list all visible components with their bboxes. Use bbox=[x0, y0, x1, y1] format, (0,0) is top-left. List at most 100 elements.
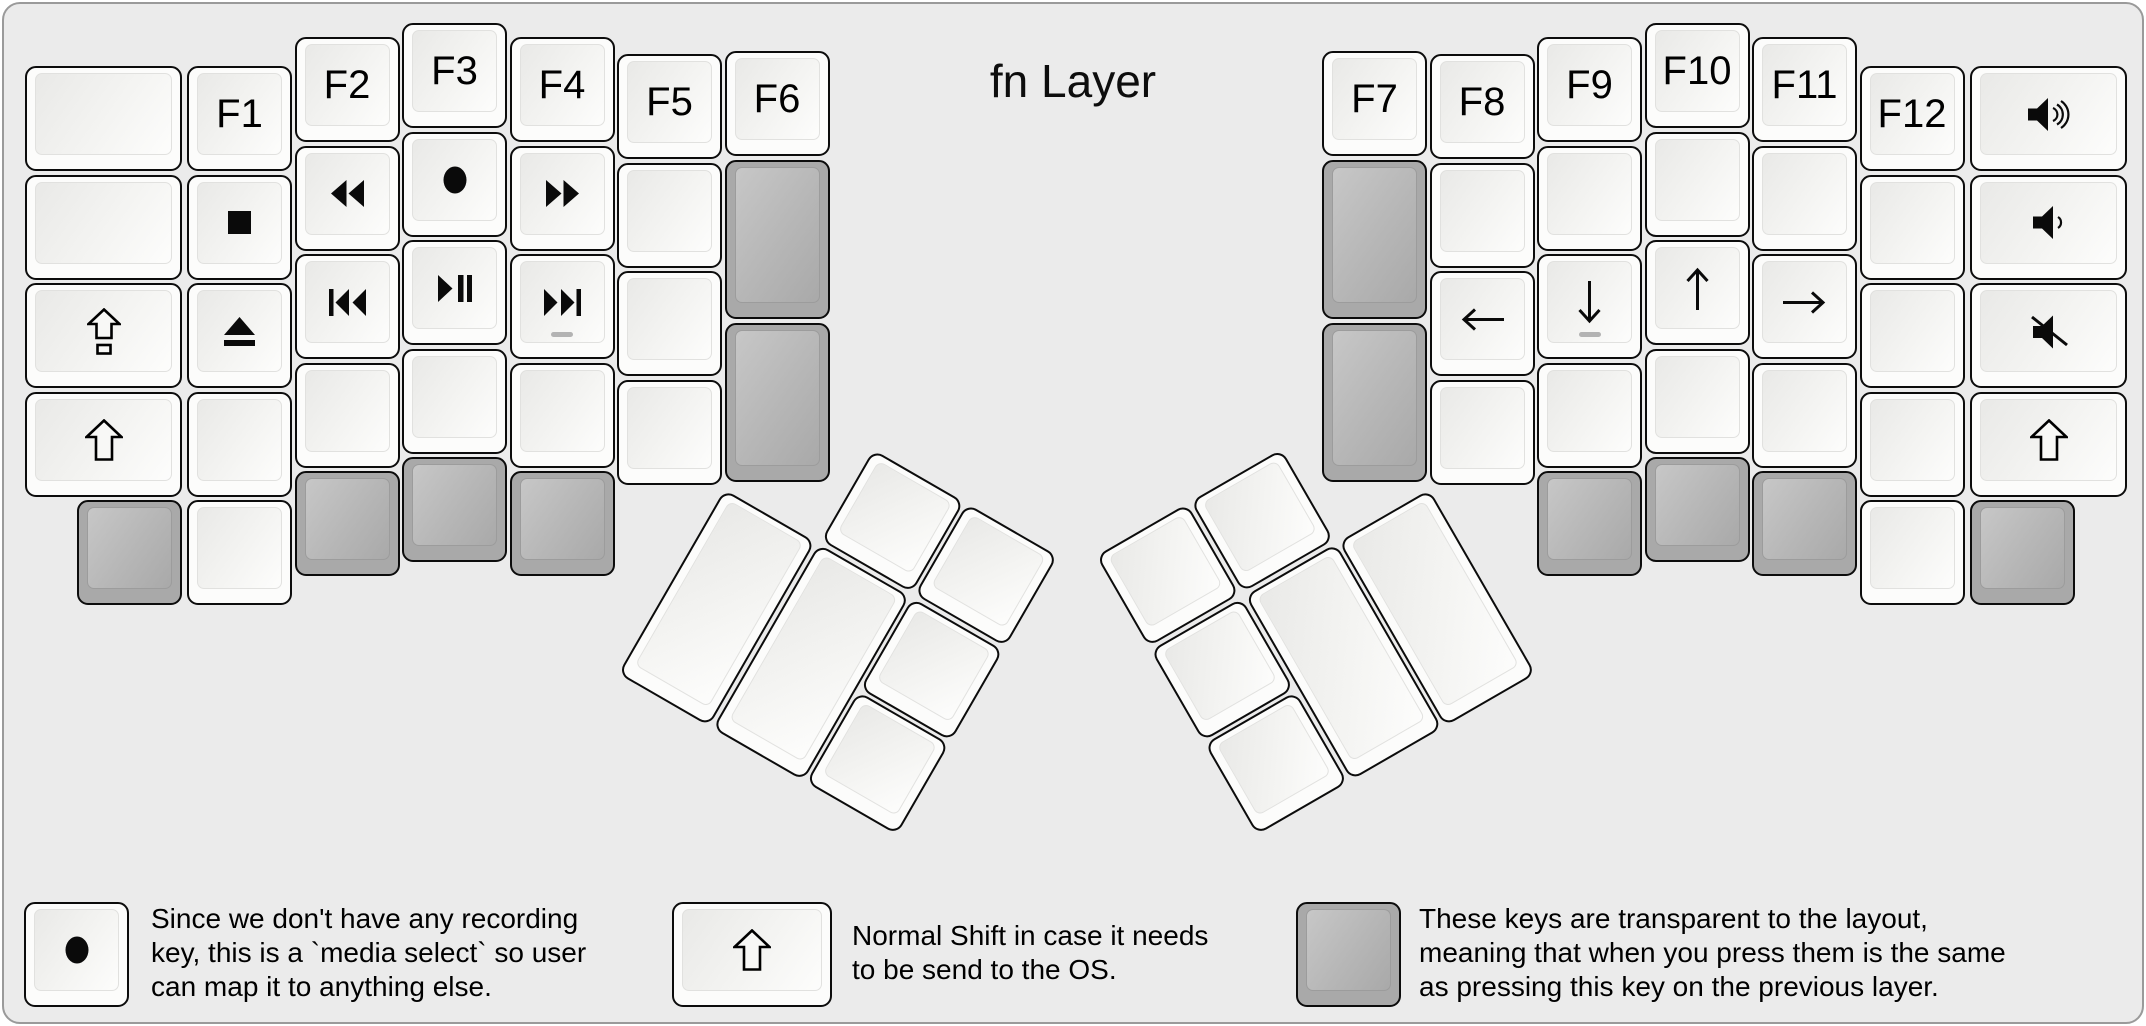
key-blank[interactable] bbox=[187, 500, 292, 605]
key-f6[interactable]: F6 bbox=[724, 51, 830, 156]
key-arrow-right[interactable] bbox=[1752, 254, 1857, 359]
key-volume-up[interactable] bbox=[1970, 66, 2127, 171]
key-transparent[interactable] bbox=[1322, 323, 1427, 482]
key-f1[interactable]: F1 bbox=[187, 66, 292, 171]
key-f11[interactable]: F11 bbox=[1752, 37, 1857, 142]
key-blank[interactable] bbox=[1644, 131, 1750, 237]
key-stop[interactable] bbox=[187, 174, 292, 280]
key-blank[interactable] bbox=[187, 391, 292, 497]
key-f7[interactable]: F7 bbox=[1322, 51, 1427, 156]
key-f4[interactable]: F4 bbox=[509, 37, 615, 142]
key-rewind[interactable] bbox=[294, 145, 400, 251]
key-transparent[interactable] bbox=[1970, 499, 2075, 605]
key-transparent[interactable] bbox=[402, 457, 507, 562]
key-blank[interactable] bbox=[1752, 362, 1857, 468]
key-blank[interactable] bbox=[617, 162, 722, 268]
keycap-face bbox=[1654, 464, 1740, 546]
key-fast-forward[interactable] bbox=[509, 145, 615, 251]
key-transparent[interactable] bbox=[77, 499, 182, 605]
key-transparent[interactable] bbox=[294, 471, 400, 576]
key-blank[interactable] bbox=[294, 362, 400, 468]
keycap-face bbox=[1547, 152, 1632, 235]
key-f8[interactable]: F8 bbox=[1429, 54, 1535, 159]
key-next-track[interactable] bbox=[509, 254, 615, 359]
key-blank[interactable] bbox=[1429, 162, 1535, 268]
rewind-icon bbox=[330, 180, 364, 207]
key-mute[interactable] bbox=[1970, 283, 2127, 388]
keycap-face bbox=[1547, 261, 1632, 343]
keycap-face bbox=[1547, 478, 1632, 560]
keycap-face bbox=[519, 152, 605, 235]
key-transparent[interactable] bbox=[724, 160, 830, 319]
keycap-face: F5 bbox=[627, 61, 712, 143]
key-blank[interactable] bbox=[1752, 145, 1857, 251]
key-transparent[interactable] bbox=[509, 471, 615, 576]
key-transparent[interactable] bbox=[1644, 457, 1750, 562]
key-blank[interactable] bbox=[1859, 283, 1965, 388]
key-blank[interactable] bbox=[617, 379, 722, 485]
stop-icon bbox=[228, 211, 251, 234]
key-transparent[interactable] bbox=[724, 323, 830, 482]
key-shift[interactable] bbox=[1970, 391, 2127, 497]
key-blank[interactable] bbox=[509, 362, 615, 468]
legend-key-shift[interactable] bbox=[672, 902, 832, 1007]
keycap-face bbox=[1762, 261, 1847, 343]
keycap-face bbox=[1762, 369, 1847, 452]
keycap-face: F7 bbox=[1332, 58, 1417, 140]
key-blank[interactable] bbox=[25, 174, 182, 280]
key-f10[interactable]: F10 bbox=[1644, 23, 1750, 128]
key-f12[interactable]: F12 bbox=[1859, 66, 1965, 171]
keycap-face bbox=[1869, 290, 1955, 372]
key-f9[interactable]: F9 bbox=[1537, 37, 1642, 142]
keycap-face bbox=[1306, 909, 1391, 991]
key-transparent[interactable] bbox=[1537, 471, 1642, 576]
key-play-pause[interactable] bbox=[402, 240, 507, 345]
key-shift[interactable] bbox=[25, 391, 182, 497]
key-label: F9 bbox=[1566, 63, 1613, 107]
key-blank[interactable] bbox=[1859, 500, 1965, 605]
homing-bar bbox=[551, 332, 573, 337]
keycap-face bbox=[1869, 181, 1955, 264]
key-volume-down[interactable] bbox=[1970, 174, 2127, 280]
key-arrow-up[interactable] bbox=[1644, 240, 1750, 345]
key-transparent[interactable] bbox=[1752, 471, 1857, 576]
key-blank[interactable] bbox=[1537, 145, 1642, 251]
key-blank[interactable] bbox=[1859, 391, 1965, 497]
key-blank[interactable] bbox=[617, 271, 722, 376]
key-arrow-left[interactable] bbox=[1429, 271, 1535, 376]
key-record[interactable] bbox=[402, 131, 507, 237]
key-arrow-down[interactable] bbox=[1537, 254, 1642, 359]
keycap-face bbox=[1202, 460, 1317, 574]
keycap-face: F1 bbox=[197, 73, 282, 155]
legend-text-transparent: These keys are transparent to the layout… bbox=[1419, 903, 2006, 1002]
homing-bar bbox=[1578, 332, 1601, 337]
key-eject[interactable] bbox=[187, 283, 292, 388]
keycap-face: F2 bbox=[304, 44, 390, 126]
key-caps-lock[interactable] bbox=[25, 283, 182, 388]
key-blank[interactable] bbox=[1537, 362, 1642, 468]
keycap-face bbox=[197, 398, 282, 481]
key-blank[interactable] bbox=[25, 66, 182, 171]
legend-text-shift: Normal Shift in case it needs to be send… bbox=[852, 920, 1209, 985]
key-blank[interactable] bbox=[1644, 348, 1750, 454]
keycap-face bbox=[837, 460, 952, 574]
legend-key-transparent[interactable] bbox=[1296, 902, 1401, 1007]
key-blank[interactable] bbox=[402, 348, 507, 454]
key-label: F12 bbox=[1877, 92, 1947, 136]
key-f2[interactable]: F2 bbox=[294, 37, 400, 142]
keycap-face bbox=[412, 247, 497, 329]
keycap-face bbox=[1547, 369, 1632, 452]
key-blank[interactable] bbox=[1429, 379, 1535, 485]
arrow-up-icon bbox=[1684, 266, 1711, 311]
keycap-face bbox=[87, 506, 172, 589]
legend-key-record[interactable] bbox=[24, 902, 129, 1007]
keycap-face: F11 bbox=[1762, 44, 1847, 126]
key-label: F4 bbox=[538, 63, 586, 107]
key-prev-track[interactable] bbox=[294, 254, 400, 359]
key-f5[interactable]: F5 bbox=[617, 54, 722, 159]
key-blank[interactable] bbox=[1859, 174, 1965, 280]
keycap-face bbox=[1439, 169, 1525, 252]
key-f3[interactable]: F3 bbox=[402, 23, 507, 128]
key-transparent[interactable] bbox=[1322, 160, 1427, 319]
